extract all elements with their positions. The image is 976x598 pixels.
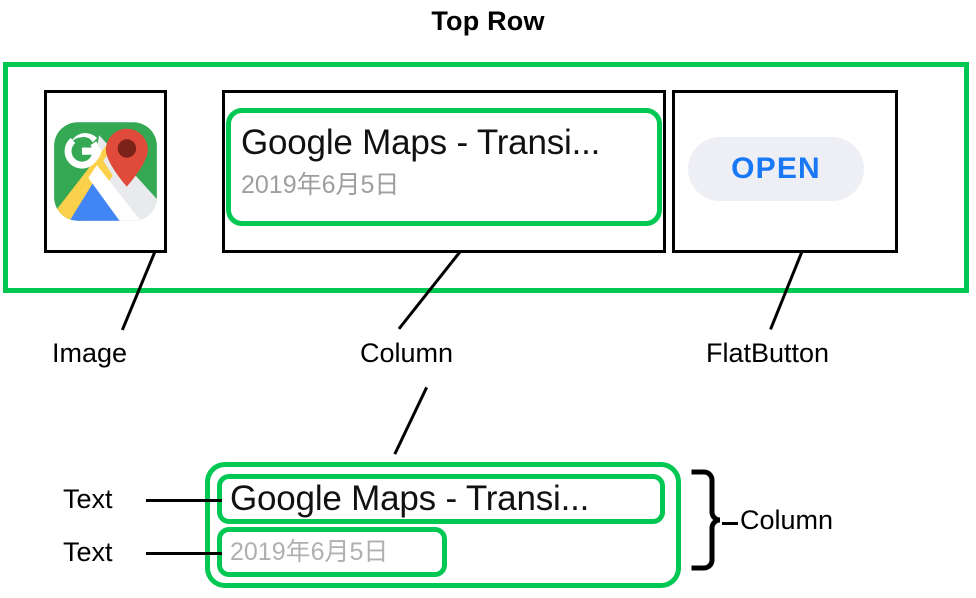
google-maps-icon xyxy=(52,96,159,247)
callout-label-flatbutton: FlatButton xyxy=(706,338,830,368)
detail-date-highlight: 2019年6月5日 xyxy=(217,527,447,577)
brace-dash xyxy=(722,522,738,525)
detail-title-text: Google Maps - Transi... xyxy=(230,479,590,518)
curly-brace-icon xyxy=(690,468,726,580)
detail-title-highlight: Google Maps - Transi... xyxy=(217,474,665,524)
app-title-text: Google Maps - Transi... xyxy=(241,123,601,162)
leader-line-column-detail xyxy=(393,386,428,455)
callout-label-column-detail: Column xyxy=(740,505,834,535)
callout-label-image: Image xyxy=(52,338,128,368)
leader-line-text-title xyxy=(146,499,222,502)
page-title: Top Row xyxy=(431,6,545,36)
app-date-text: 2019年6月5日 xyxy=(241,171,400,199)
callout-label-text-date: Text xyxy=(63,537,113,567)
open-button[interactable]: OPEN xyxy=(688,137,864,201)
detail-date-text: 2019年6月5日 xyxy=(230,538,389,566)
callout-label-column-top: Column xyxy=(360,338,454,368)
callout-label-text-title: Text xyxy=(63,484,113,514)
column-highlight: Google Maps - Transi... 2019年6月5日 xyxy=(226,108,662,226)
leader-line-text-date xyxy=(146,552,222,555)
open-button-label: OPEN xyxy=(731,152,821,185)
